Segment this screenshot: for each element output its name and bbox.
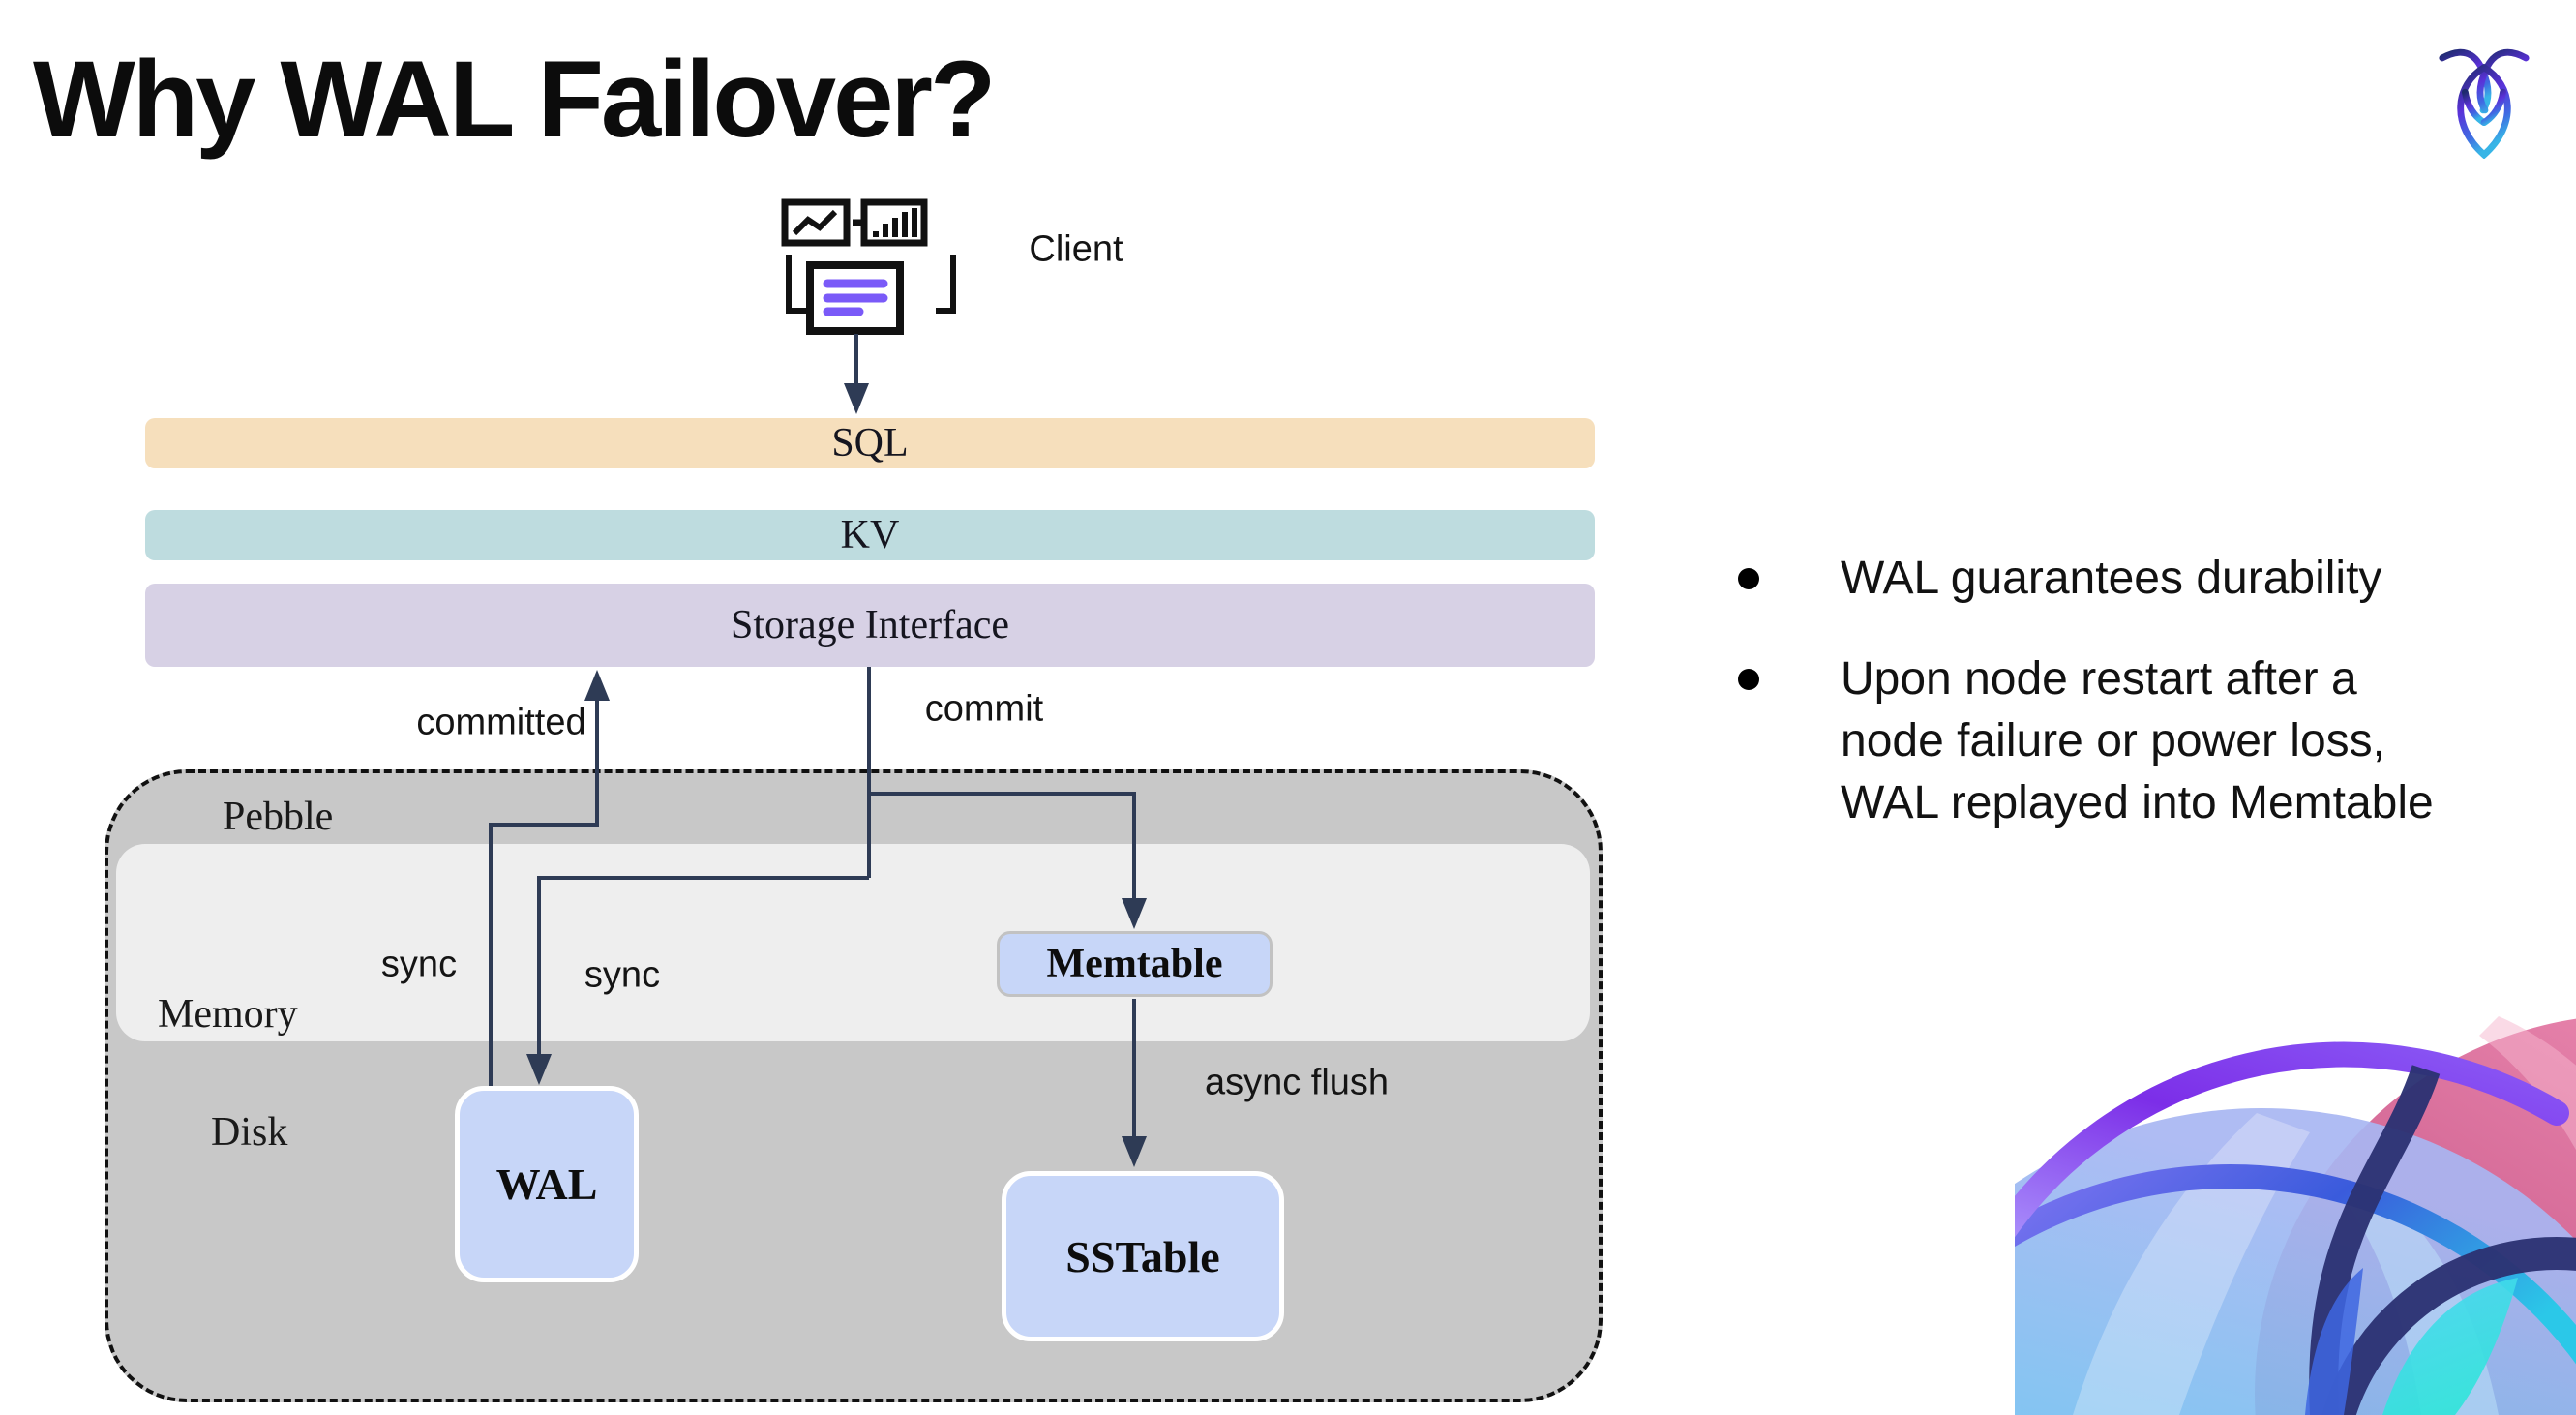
bullet-line: Upon node restart after a bbox=[1841, 653, 2357, 705]
client-terminal-icon bbox=[781, 198, 956, 335]
chart-windows-icon bbox=[781, 198, 928, 247]
page-title: Why WAL Failover? bbox=[33, 39, 996, 160]
bullet-line: WAL guarantees durability bbox=[1841, 553, 2382, 604]
memtable-node: Memtable bbox=[997, 931, 1273, 997]
layer-storage-interface: Storage Interface bbox=[145, 584, 1595, 667]
bullet-list: WAL guarantees durability Upon node rest… bbox=[1738, 548, 2541, 873]
list-item: Upon node restart after a node failure o… bbox=[1738, 648, 2541, 834]
pebble-label: Pebble bbox=[223, 795, 334, 839]
layer-kv: KV bbox=[145, 510, 1595, 560]
brand-petals-art bbox=[2015, 1016, 2576, 1415]
sync-right-label: sync bbox=[584, 954, 661, 996]
bullet-dot-icon bbox=[1738, 568, 1759, 589]
commit-label: commit bbox=[924, 688, 1044, 730]
disk-label: Disk bbox=[211, 1110, 288, 1155]
layer-kv-label: KV bbox=[840, 513, 900, 557]
bracket-left-icon bbox=[786, 255, 806, 314]
layer-storage-label: Storage Interface bbox=[731, 603, 1009, 647]
cockroachdb-logo-icon bbox=[2439, 48, 2530, 159]
bracket-right-icon bbox=[936, 255, 956, 314]
layer-sql: SQL bbox=[145, 418, 1595, 468]
memory-zone bbox=[116, 844, 1590, 1041]
wal-label: WAL bbox=[495, 1159, 598, 1209]
sstable-label: SSTable bbox=[1065, 1231, 1220, 1281]
async-flush-label: async flush bbox=[1204, 1062, 1390, 1103]
bullet-line: node failure or power loss, bbox=[1841, 715, 2385, 767]
sync-left-label: sync bbox=[380, 944, 458, 985]
memtable-label: Memtable bbox=[1046, 942, 1223, 986]
document-icon bbox=[806, 261, 904, 335]
bar-chart-icon bbox=[873, 208, 917, 237]
bullet-line: WAL replayed into Memtable bbox=[1841, 777, 2434, 828]
list-item: WAL guarantees durability bbox=[1738, 548, 2541, 610]
committed-label: committed bbox=[416, 702, 586, 743]
wal-node: WAL bbox=[455, 1086, 639, 1282]
sstable-node: SSTable bbox=[1002, 1171, 1284, 1341]
bullet-dot-icon bbox=[1738, 669, 1759, 690]
memory-label: Memory bbox=[158, 992, 298, 1037]
layer-sql-label: SQL bbox=[831, 421, 909, 466]
client-label: Client bbox=[1029, 228, 1123, 270]
